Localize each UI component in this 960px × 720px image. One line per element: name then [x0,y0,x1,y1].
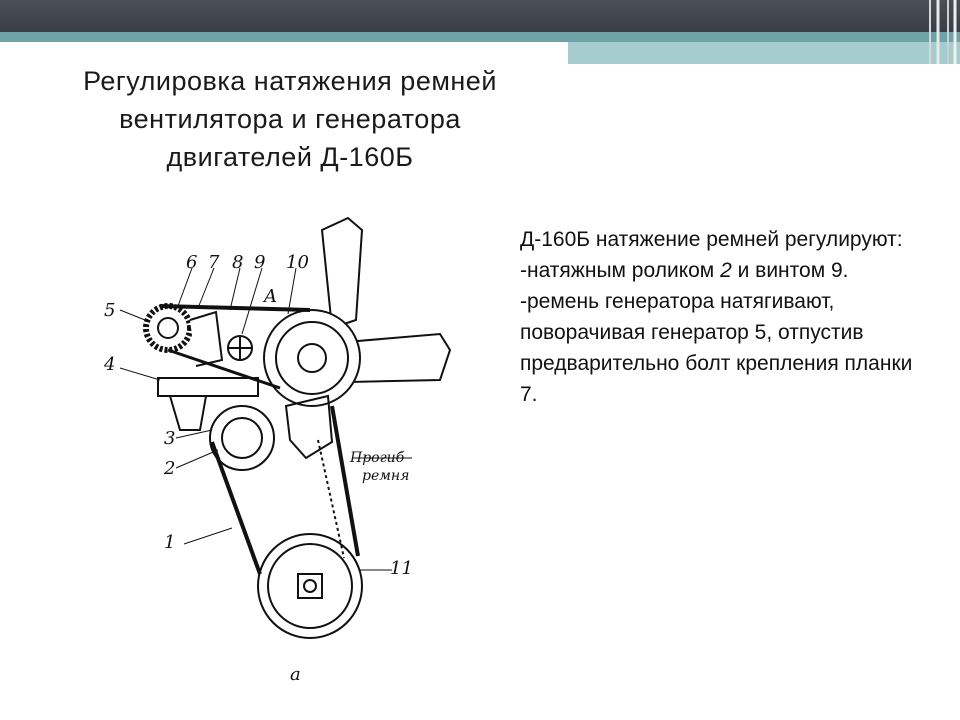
title-line-2: вентилятора и генератора [119,104,461,134]
label-5: 5 [104,300,115,321]
title-line-1: Регулировка натяжения ремней [83,66,497,96]
annotation-deflection-2: ремня [362,468,409,484]
body-p2-end: и винтом 9. [731,259,849,282]
label-11: 11 [390,558,413,579]
slide-title: Регулировка натяжения ремней вентилятора… [40,62,540,176]
slide-top-bar [0,0,960,32]
label-3: 3 [164,428,175,449]
body-paragraph-3: -ремень генератора натягивают, поворачив… [520,290,913,406]
belt-left [210,441,262,575]
belt-right [330,405,360,557]
mount-bracket [157,377,259,397]
body-paragraph-1: Д-160Б натяжение ремней регулируют: [520,228,903,251]
label-2: 2 [163,458,175,479]
body-p2-start: -натяжным роликом [520,259,721,282]
belt-top [159,304,311,312]
belt-tension-diagram: 1 2 3 4 5 6 7 8 9 10 11 A Прогиб ремня а [103,216,452,685]
slide-body-text: Д-160Б натяжение ремней регулируют: -нат… [504,224,924,410]
annotation-deflection-1: Прогиб [349,450,405,466]
body-p2-number: 2 [720,259,732,282]
label-7: 7 [208,252,220,273]
corner-decoration-icon [929,0,957,64]
label-a-point: A [262,286,277,307]
label-9: 9 [254,252,265,273]
fan-blade-top [320,216,364,330]
generator-pulley [143,303,193,353]
label-4: 4 [103,354,115,375]
fan-pulley [263,309,361,407]
tension-roller [209,405,275,471]
slide-accent-bar [0,32,960,42]
crankshaft-pulley [257,533,363,639]
slide-accent-gap [0,42,568,46]
label-1: 1 [164,532,175,553]
body-paragraph-2: -натяжным роликом 2 и винтом 9. [504,255,924,286]
fan-blade-right [344,332,452,384]
diagram-caption: а [290,664,301,685]
label-6: 6 [186,252,197,273]
slide-accent-tab [568,42,960,64]
title-line-3: двигателей Д-160Б [166,142,414,172]
label-10: 10 [286,252,309,273]
label-8: 8 [232,252,243,273]
